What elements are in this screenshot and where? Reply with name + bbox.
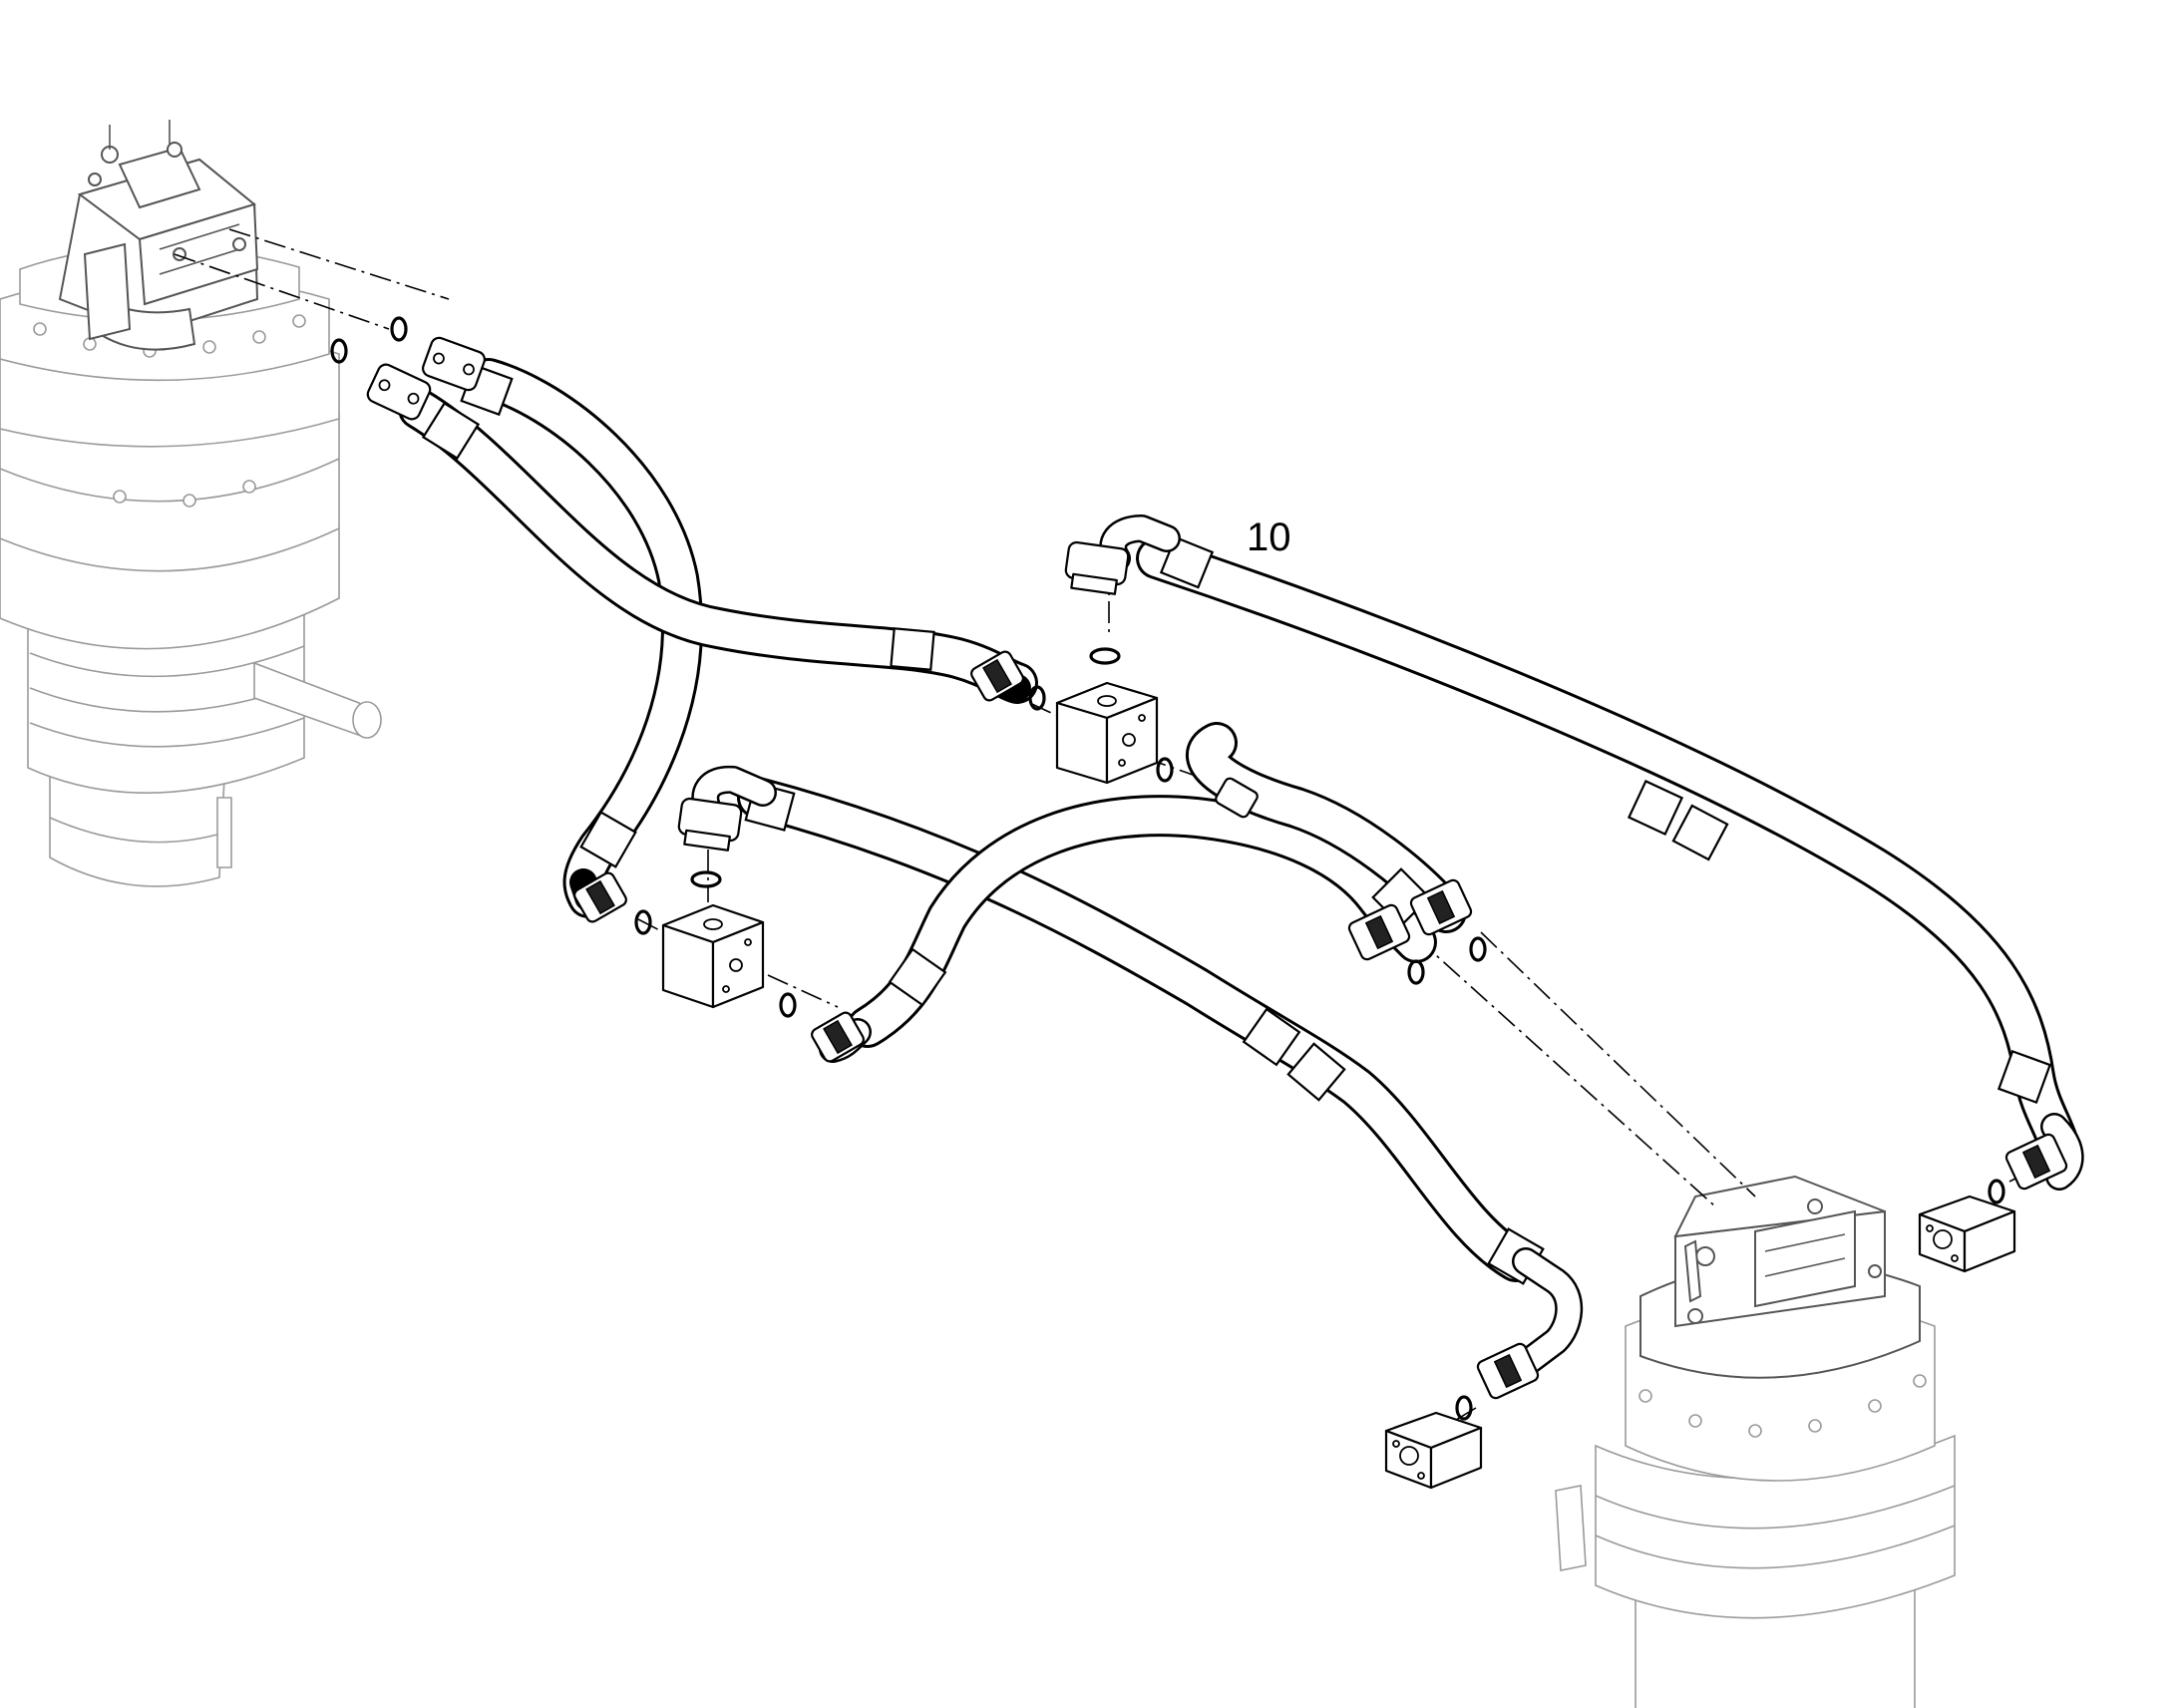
block-lower <box>661 903 765 1009</box>
flange-right-pair-b <box>1409 878 1473 936</box>
flange-upper-block-loop <box>1215 777 1259 819</box>
flange-right-port <box>2004 1133 2068 1191</box>
flange-right-pair-a <box>1347 903 1411 961</box>
callout-label-10: 10 <box>1247 515 1291 559</box>
flange-top-elbow <box>1064 540 1130 595</box>
flange-left-lower <box>366 363 432 421</box>
hose-b <box>398 388 1038 704</box>
split-flanges <box>366 336 2068 1400</box>
flange-upper-block-left <box>970 650 1024 702</box>
port-block-right <box>1918 1195 2016 1273</box>
block-upper <box>1055 681 1159 785</box>
hose-ferrules <box>421 363 2052 1285</box>
flange-lower-left-block-left <box>573 871 627 923</box>
flange-bottom-port <box>1476 1342 1540 1400</box>
port-block-bottom <box>1384 1411 1483 1490</box>
flange-lower-block-elbow <box>677 797 743 852</box>
hose-a <box>468 358 703 918</box>
o-rings <box>330 316 2005 1421</box>
hose-f <box>1186 722 1467 933</box>
left-motor-valve-head <box>58 120 259 351</box>
right-travel-motor <box>1555 1175 1956 1708</box>
flange-left-upper <box>422 336 486 392</box>
flange-lower-block-right <box>811 1011 865 1063</box>
